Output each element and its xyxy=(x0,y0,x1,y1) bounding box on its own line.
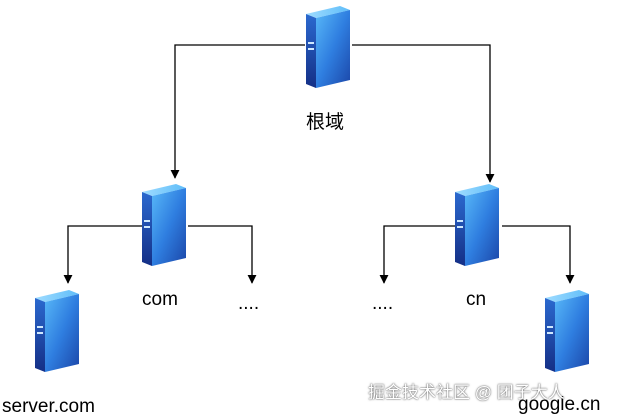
edge-cn-google xyxy=(502,225,575,284)
google-cn-label: google.cn xyxy=(518,394,601,415)
edge-cn-more xyxy=(379,225,455,284)
root-domain-label: 根域 xyxy=(306,112,345,133)
server-icon xyxy=(306,6,350,88)
edge-root-cn xyxy=(352,44,495,183)
server-icon xyxy=(142,184,186,266)
edge-com-more xyxy=(188,225,257,284)
cn-domain-label: cn xyxy=(466,289,487,310)
edge-root-com xyxy=(170,44,305,179)
com-more-label: .... xyxy=(238,293,260,314)
edge-com-server xyxy=(63,225,142,284)
com-domain-label: com xyxy=(142,289,178,310)
server-com-label: server.com xyxy=(2,396,95,417)
server-icon xyxy=(545,290,589,372)
watermark-text: 掘金技术社区 @ 团子大人 xyxy=(368,383,565,402)
server-icon xyxy=(35,290,79,372)
server-icon xyxy=(455,184,499,266)
cn-more-label: .... xyxy=(372,293,394,314)
